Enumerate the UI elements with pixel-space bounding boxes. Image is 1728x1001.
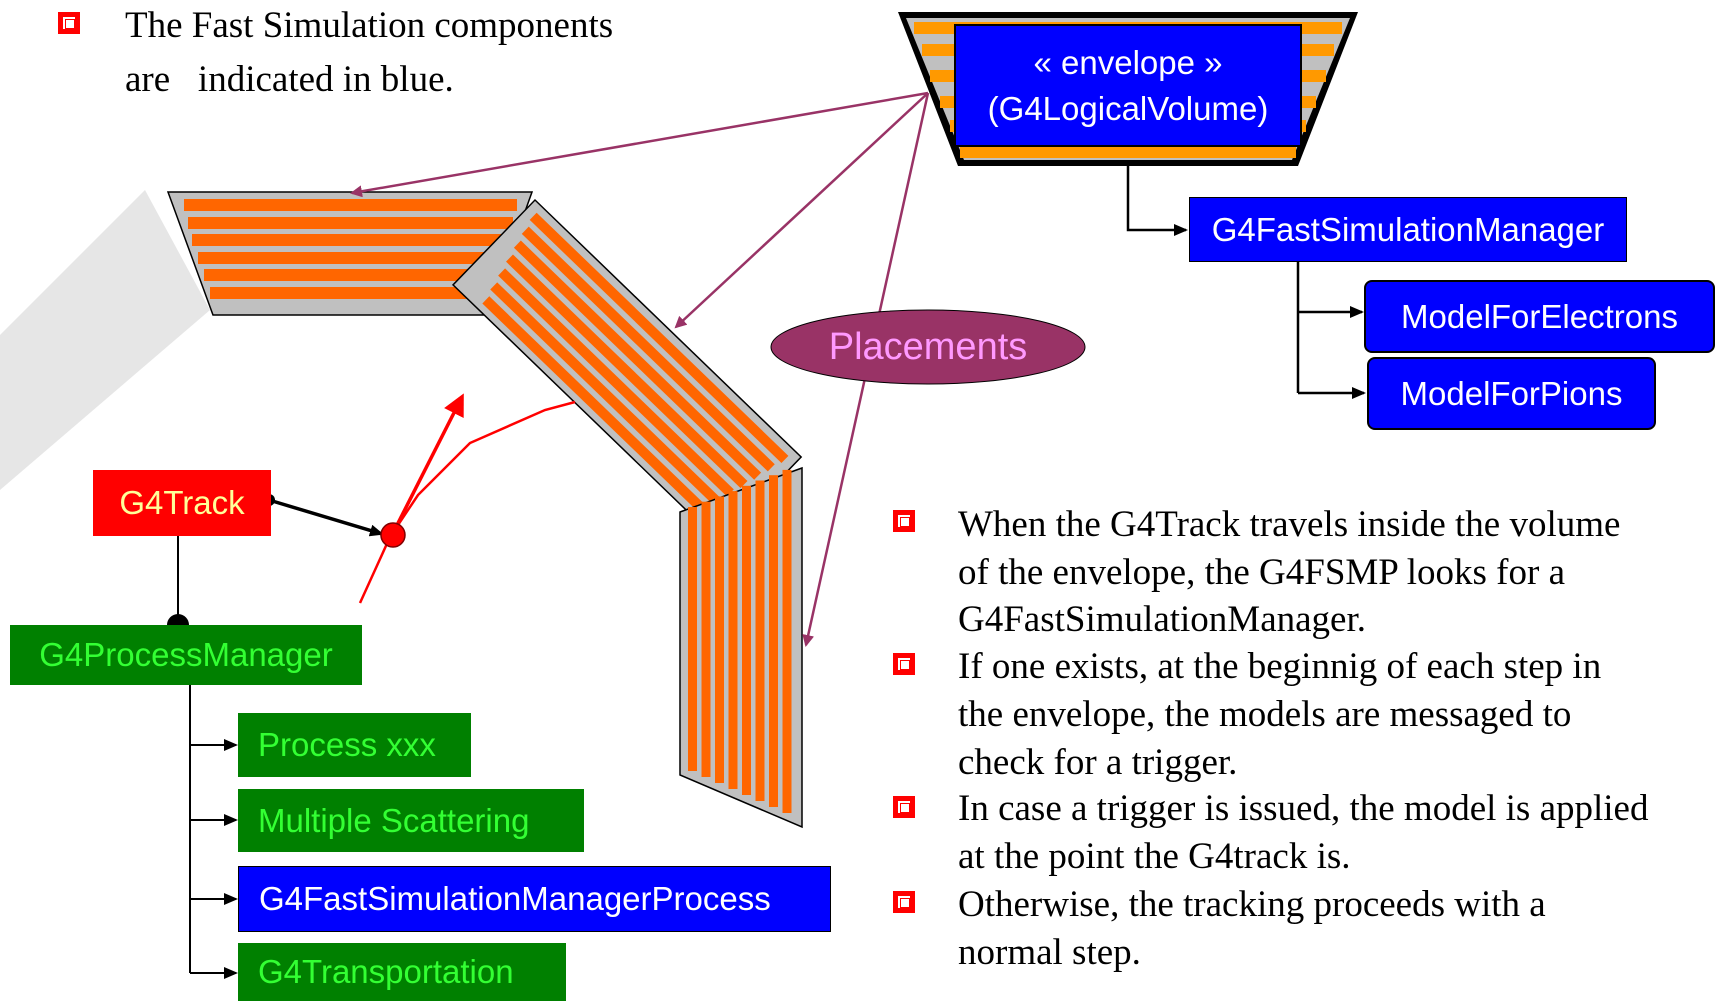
- intro-line-2: are indicated in blue.: [125, 59, 454, 100]
- detector-strip: [482, 296, 707, 514]
- transportation-label: G4Transportation: [258, 953, 514, 990]
- model-pions-label: ModelForPions: [1400, 374, 1623, 412]
- detector-strip: [188, 217, 513, 229]
- detector-strip: [742, 485, 751, 795]
- fast-simulation-manager-box: G4FastSimulationManager: [1189, 197, 1627, 262]
- fsm-tree-connectors: [1126, 166, 1366, 399]
- process-xxx-label: Process xxx: [258, 726, 436, 763]
- detector-strip: [506, 254, 748, 489]
- fast-simulation-manager-label: G4FastSimulationManager: [1211, 210, 1605, 248]
- track-label: G4Track: [119, 484, 245, 521]
- detector-strip: [490, 282, 721, 505]
- envelope-label-line-1: « envelope »: [1033, 43, 1223, 81]
- list-bullet-icon: [893, 891, 915, 913]
- envelope-label-line-2: (G4LogicalVolume): [987, 89, 1269, 127]
- process-manager-label: G4ProcessManager: [39, 636, 333, 673]
- multiple-scattering-box: Multiple Scattering: [238, 789, 584, 852]
- placements-text: Placements: [828, 325, 1028, 368]
- fast-sim-manager-process-label: G4FastSimulationManagerProcess: [259, 880, 771, 917]
- process-manager-box: G4ProcessManager: [10, 625, 362, 685]
- envelope-label-box: « envelope » (G4LogicalVolume): [954, 24, 1302, 147]
- detector-diagonal: [451, 198, 803, 543]
- detector-strip: [688, 507, 697, 771]
- detector-strip: [755, 480, 765, 801]
- list-bullet-icon: [893, 653, 915, 675]
- placements-label: Placements: [800, 322, 1056, 372]
- detector-strip: [769, 475, 778, 807]
- fast-sim-manager-process-box: G4FastSimulationManagerProcess: [238, 866, 831, 932]
- model-pions-box: ModelForPions: [1367, 357, 1656, 430]
- shadow-band: [0, 190, 210, 490]
- detector-strip: [701, 501, 711, 777]
- detector-vertical: [679, 466, 803, 829]
- bullet-1-line-2: of the envelope, the G4FSMP looks for a: [958, 552, 1565, 593]
- detector-strip: [715, 496, 724, 783]
- detector-strip: [529, 212, 789, 464]
- transportation-box: G4Transportation: [238, 943, 566, 1001]
- detector-strip: [192, 234, 509, 246]
- placements-ellipse: [770, 309, 1086, 385]
- detector-strip: [498, 268, 734, 497]
- bullet-2-line-3: check for a trigger.: [958, 742, 1238, 783]
- bullet-4-line-1: Otherwise, the tracking proceeds with a: [958, 884, 1546, 925]
- bullet-1-line-1: When the G4Track travels inside the volu…: [958, 504, 1621, 545]
- detector-strip: [960, 146, 1296, 158]
- bullet-2-line-2: the envelope, the models are messaged to: [958, 694, 1572, 735]
- detector-strip: [782, 469, 792, 813]
- model-electrons-box: ModelForElectrons: [1364, 280, 1715, 353]
- particle-track: [358, 393, 576, 604]
- detector-strip: [513, 240, 762, 480]
- intro-line-1: The Fast Simulation components: [125, 5, 614, 46]
- bullet-3-line-2: at the point the G4track is.: [958, 836, 1351, 877]
- detector-strip: [204, 269, 497, 281]
- bullet-4-line-2: normal step.: [958, 932, 1141, 973]
- bullet-3-line-1: In case a trigger is issued, the model i…: [958, 788, 1649, 829]
- detector-strip: [521, 226, 775, 472]
- multiple-scattering-label: Multiple Scattering: [258, 801, 530, 839]
- track-pointer: [263, 494, 406, 548]
- detector-strip: [210, 287, 491, 299]
- list-bullet-icon: [893, 510, 915, 532]
- intro-bullet-icon: [58, 12, 80, 34]
- bullet-2-line-1: If one exists, at the beginnig of each s…: [958, 646, 1602, 687]
- detector-strip: [184, 199, 517, 211]
- track-box: G4Track: [93, 470, 271, 536]
- list-bullet-icon: [893, 796, 915, 818]
- process-xxx-box: Process xxx: [238, 713, 471, 777]
- detector-strip: [728, 491, 738, 789]
- detector-top: [166, 191, 534, 316]
- model-electrons-label: ModelForElectrons: [1401, 297, 1678, 335]
- bullet-1-line-3: G4FastSimulationManager.: [958, 599, 1366, 640]
- process-tree-connectors: [177, 536, 238, 979]
- detector-strip: [198, 252, 503, 264]
